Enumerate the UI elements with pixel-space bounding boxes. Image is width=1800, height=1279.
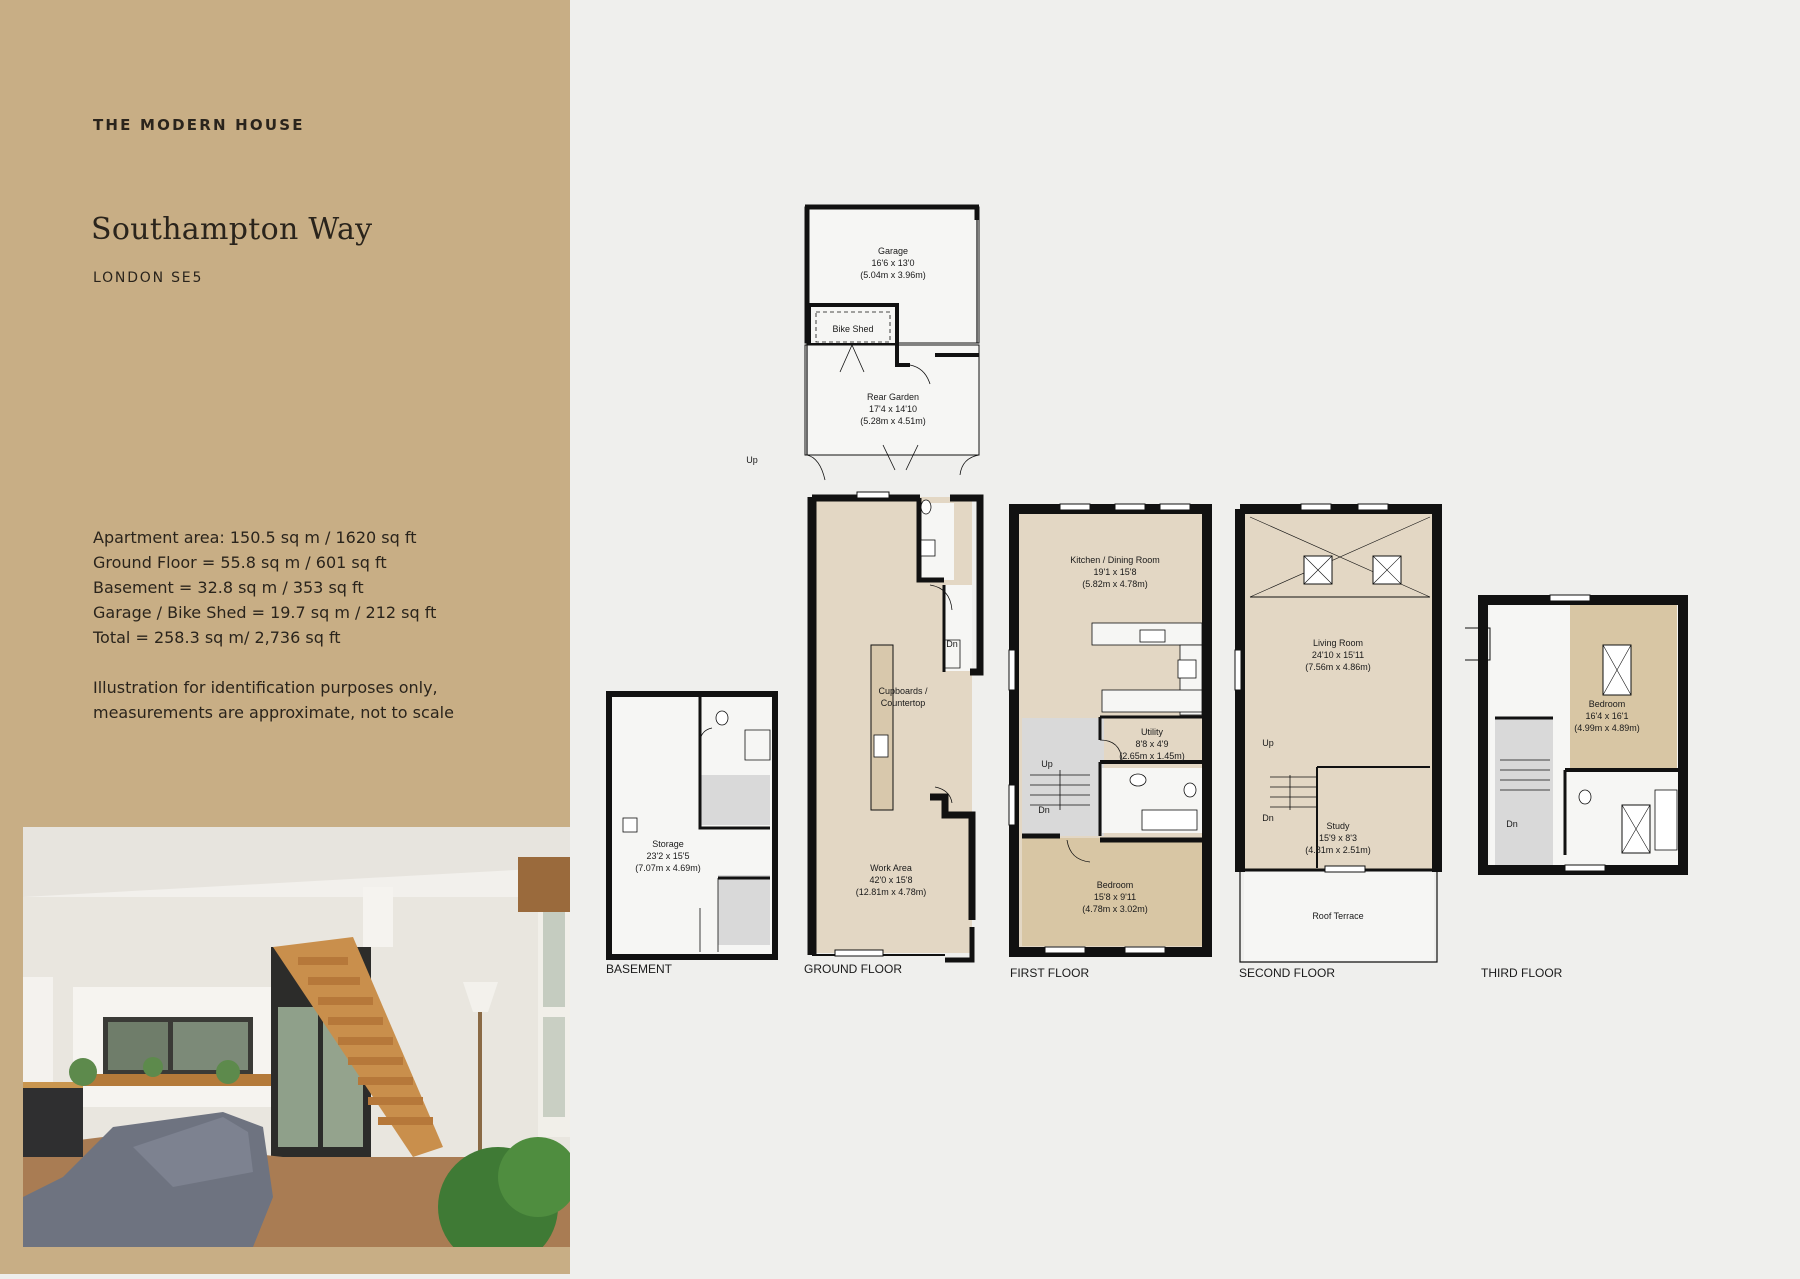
bike-shed-name: Bike Shed — [832, 324, 873, 334]
area-line: Ground Floor = 55.8 sq m / 601 sq ft — [93, 553, 387, 572]
rear-garden-name: Rear Garden — [867, 392, 919, 402]
brand-logo: THE MODERN HOUSE — [93, 116, 305, 134]
area-line: Total = 258.3 sq m/ 2,736 sq ft — [93, 628, 341, 647]
garage-imperial: 16'6 x 13'0 — [872, 258, 915, 268]
kitchen-imperial: 19'1 x 15'8 — [1094, 567, 1137, 577]
rear-garden-metric: (5.28m x 4.51m) — [860, 416, 926, 426]
disclaimer-line: measurements are approximate, not to sca… — [93, 703, 454, 722]
stair-up-mark: Up — [1262, 738, 1274, 748]
kitchen-metric: (5.82m x 4.78m) — [1082, 579, 1148, 589]
rear-garden-imperial: 17'4 x 14'10 — [869, 404, 917, 414]
area-line: Basement = 32.8 sq m / 353 sq ft — [93, 578, 364, 597]
storage-imperial: 23'2 x 15'5 — [647, 851, 690, 861]
bedroom-first-metric: (4.78m x 3.02m) — [1082, 904, 1148, 914]
living-room-imperial: 24'10 x 15'11 — [1312, 650, 1364, 660]
area-summary: Apartment area: 150.5 sq m / 1620 sq ft … — [93, 525, 436, 650]
utility-metric: (2.65m x 1.45m) — [1119, 751, 1185, 761]
storage-metric: (7.07m x 4.69m) — [635, 863, 701, 873]
work-area-name: Work Area — [870, 863, 912, 873]
utility-imperial: 8'8 x 4'9 — [1136, 739, 1169, 749]
stair-down-mark: Dn — [946, 639, 958, 649]
floor-label-basement: BASEMENT — [606, 962, 673, 976]
stair-down-mark: Dn — [1262, 813, 1274, 823]
stair-up-mark: Up — [1041, 759, 1053, 769]
area-line: Garage / Bike Shed = 19.7 sq m / 212 sq … — [93, 603, 437, 622]
living-room-name: Living Room — [1313, 638, 1363, 648]
property-title: Southampton Way — [91, 212, 373, 247]
living-room-metric: (7.56m x 4.86m) — [1305, 662, 1371, 672]
interior-photo — [23, 827, 570, 1247]
cupboards-label: Cupboards / — [878, 686, 928, 696]
basement-plan — [606, 691, 778, 960]
first-floor-plan — [1008, 503, 1212, 957]
floor-label-first: FIRST FLOOR — [1010, 966, 1089, 980]
bedroom-third-metric: (4.99m x 4.89m) — [1574, 723, 1640, 733]
bedroom-first-imperial: 15'8 x 9'11 — [1094, 892, 1136, 902]
second-floor-plan — [1234, 503, 1442, 963]
bedroom-first-name: Bedroom — [1097, 880, 1134, 890]
interior-photo-illustration — [23, 827, 570, 1247]
utility-name: Utility — [1141, 727, 1163, 737]
disclaimer-line: Illustration for identification purposes… — [93, 678, 438, 697]
stair-down-mark: Dn — [1506, 819, 1518, 829]
bedroom-third-imperial: 16'4 x 16'1 — [1586, 711, 1629, 721]
work-area-metric: (12.81m x 4.78m) — [856, 887, 927, 897]
garage-name: Garage — [878, 246, 908, 256]
room-labels: Garage 16'6 x 13'0 (5.04m x 3.96m) Bike … — [635, 246, 1640, 921]
area-line: Apartment area: 150.5 sq m / 1620 sq ft — [93, 528, 417, 547]
countertop-label: Countertop — [881, 698, 926, 708]
stair-down-mark: Dn — [1038, 805, 1050, 815]
stair-up-mark: Up — [746, 455, 758, 465]
floor-plans: Garage 16'6 x 13'0 (5.04m x 3.96m) Bike … — [570, 0, 1800, 1274]
garage-block — [804, 204, 980, 481]
floor-labels: BASEMENT GROUND FLOOR FIRST FLOOR SECOND… — [606, 962, 1563, 980]
study-name: Study — [1326, 821, 1350, 831]
floor-label-ground: GROUND FLOOR — [804, 962, 902, 976]
kitchen-name: Kitchen / Dining Room — [1070, 555, 1160, 565]
disclaimer: Illustration for identification purposes… — [93, 675, 454, 725]
bedroom-third-name: Bedroom — [1589, 699, 1626, 709]
property-location: LONDON SE5 — [93, 270, 204, 286]
storage-name: Storage — [652, 839, 684, 849]
roof-terrace-name: Roof Terrace — [1312, 911, 1363, 921]
work-area-imperial: 42'0 x 15'8 — [870, 875, 913, 885]
study-metric: (4.81m x 2.51m) — [1305, 845, 1371, 855]
garage-metric: (5.04m x 3.96m) — [860, 270, 926, 280]
floor-label-second: SECOND FLOOR — [1239, 966, 1335, 980]
floor-label-third: THIRD FLOOR — [1481, 966, 1563, 980]
ground-floor-plan — [807, 491, 984, 963]
floor-plan-drawing: Garage 16'6 x 13'0 (5.04m x 3.96m) Bike … — [606, 204, 1688, 980]
study-imperial: 15'9 x 8'3 — [1319, 833, 1357, 843]
third-floor-plan — [1465, 594, 1688, 875]
